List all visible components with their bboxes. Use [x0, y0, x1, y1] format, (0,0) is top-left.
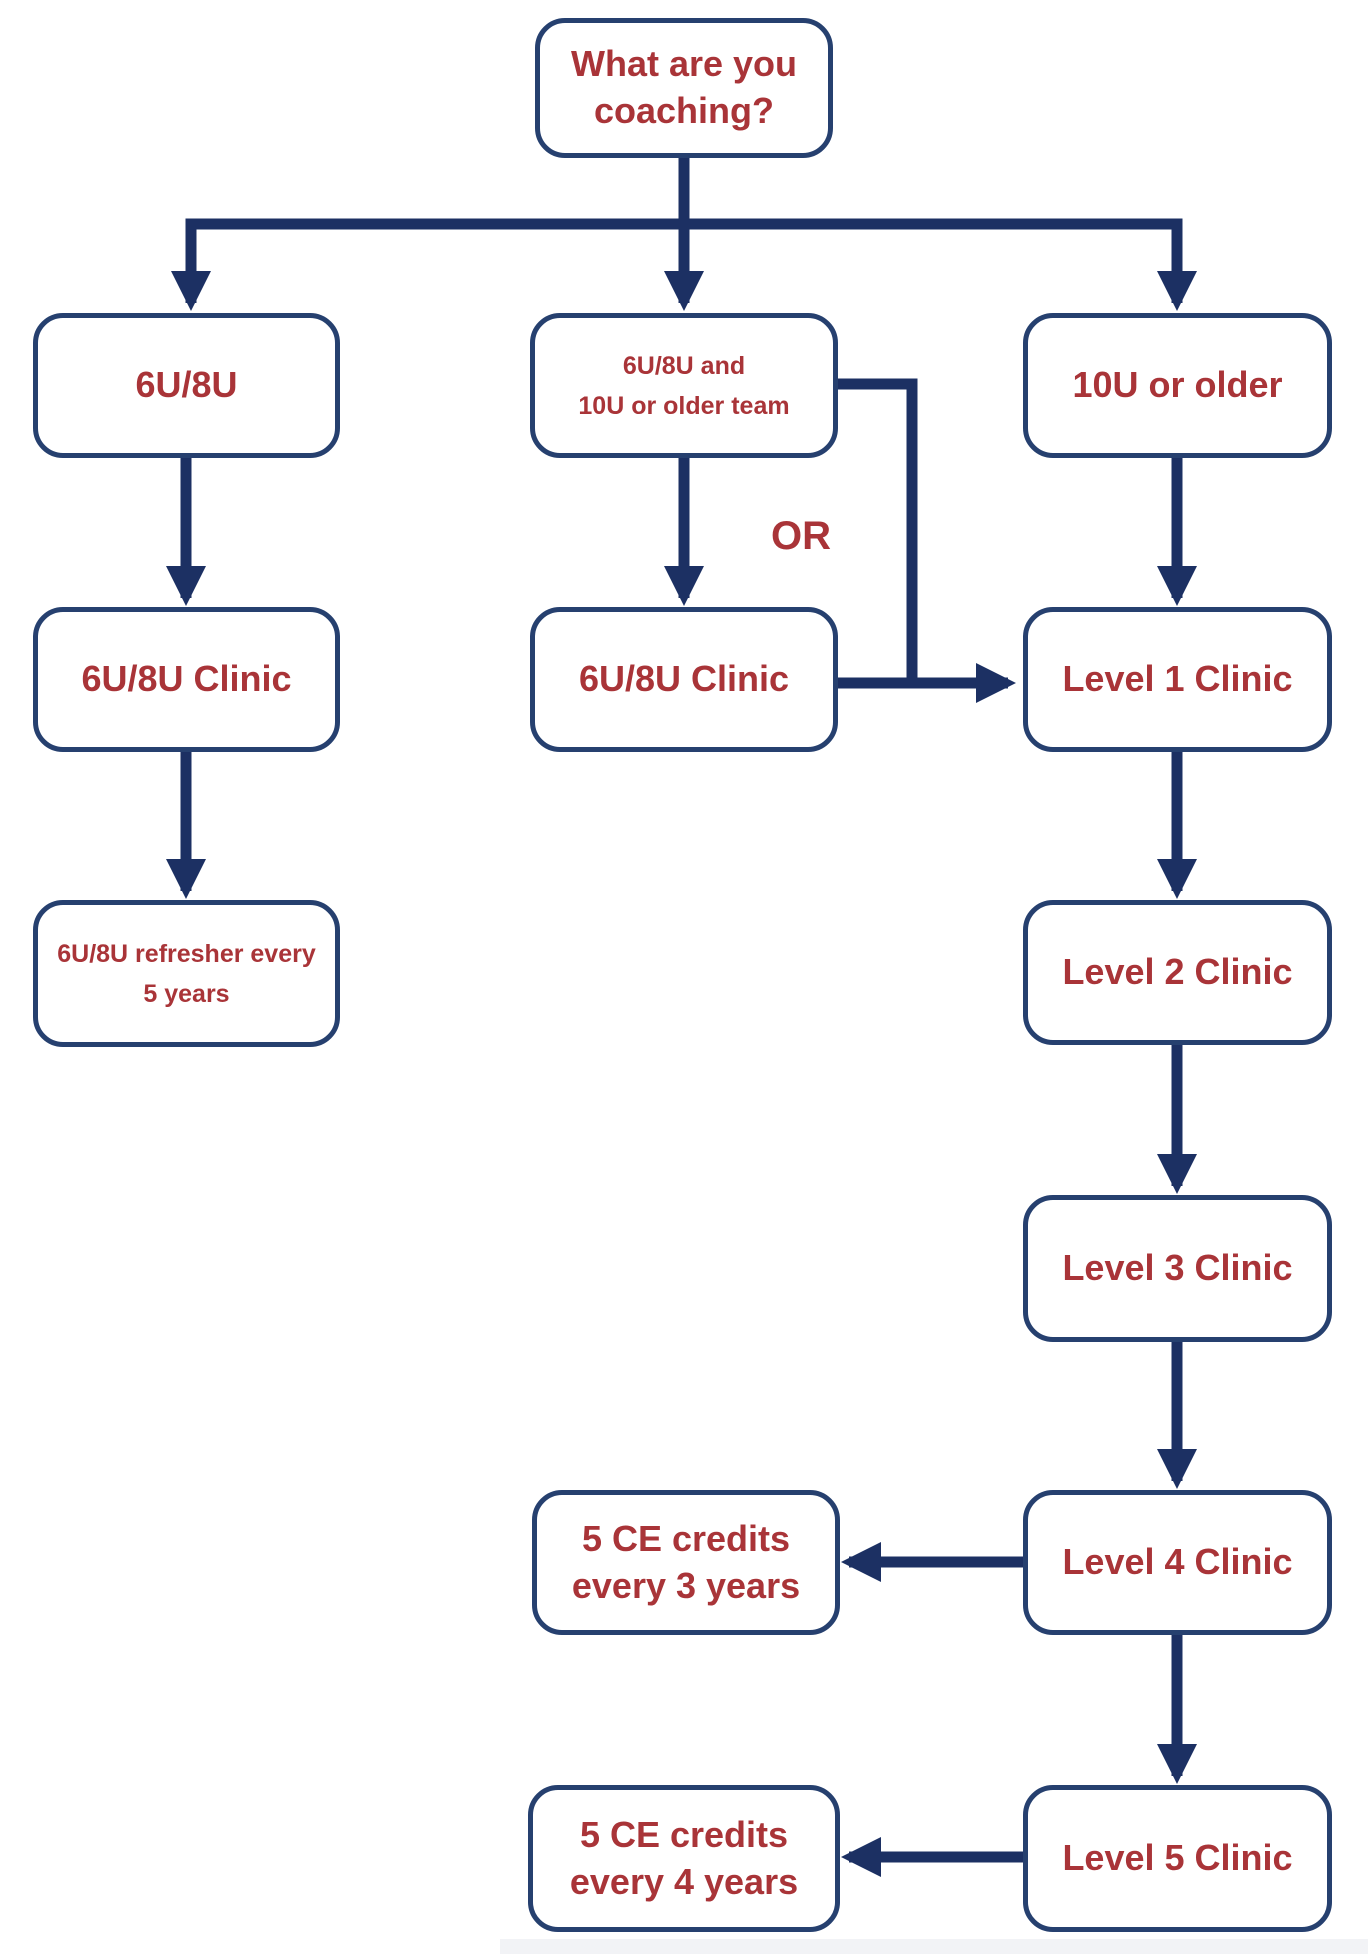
- node-label: 6U/8U: [135, 364, 238, 406]
- node-start-question: What are you coaching?: [535, 18, 833, 158]
- arrow-branch-right: [684, 218, 1197, 311]
- node-level1-clinic: Level 1 Clinic: [1023, 607, 1332, 752]
- node-label: every 4 years: [569, 1860, 799, 1902]
- node-level4-clinic: Level 4 Clinic: [1023, 1490, 1332, 1635]
- node-label: Level 5 Clinic: [1062, 1837, 1293, 1879]
- arrow-branch-left: [171, 218, 684, 311]
- node-label: Level 4 Clinic: [1062, 1541, 1293, 1583]
- node-label: 10U or older: [1072, 364, 1283, 406]
- node-6u8u-clinic-middle: 6U/8U Clinic: [530, 607, 838, 752]
- node-label: What are you: [570, 43, 798, 85]
- or-connector-label: OR: [771, 513, 831, 558]
- node-label: Level 2 Clinic: [1062, 951, 1293, 993]
- node-label: 10U or older team: [578, 391, 790, 420]
- node-label: 5 CE credits: [581, 1517, 791, 1559]
- node-level3-clinic: Level 3 Clinic: [1023, 1195, 1332, 1342]
- node-ce-credits-4yr: 5 CE credits every 4 years: [528, 1785, 840, 1932]
- node-label: 6U/8U refresher every: [57, 939, 316, 968]
- node-label: coaching?: [593, 90, 775, 131]
- node-label: Level 1 Clinic: [1062, 658, 1293, 700]
- node-10u-or-older: 10U or older: [1023, 313, 1332, 458]
- line-both-elbow-to-level1: [838, 378, 918, 683]
- node-6u8u-and-10u: 6U/8U and 10U or older team: [530, 313, 838, 458]
- node-ce-credits-3yr: 5 CE credits every 3 years: [532, 1490, 840, 1635]
- node-level2-clinic: Level 2 Clinic: [1023, 900, 1332, 1045]
- node-level5-clinic: Level 5 Clinic: [1023, 1785, 1332, 1932]
- node-label: 6U/8U Clinic: [578, 658, 790, 700]
- node-label: 5 years: [143, 979, 230, 1008]
- node-label: 6U/8U and: [622, 351, 746, 380]
- node-label: every 3 years: [571, 1564, 801, 1606]
- node-6u8u-refresher: 6U/8U refresher every 5 years: [33, 900, 340, 1047]
- node-label: 6U/8U Clinic: [81, 658, 292, 700]
- page-edge-strip: [500, 1939, 1368, 1954]
- node-label: Level 3 Clinic: [1062, 1247, 1293, 1289]
- node-6u8u: 6U/8U: [33, 313, 340, 458]
- node-label: 5 CE credits: [579, 1813, 789, 1855]
- node-6u8u-clinic-left: 6U/8U Clinic: [33, 607, 340, 752]
